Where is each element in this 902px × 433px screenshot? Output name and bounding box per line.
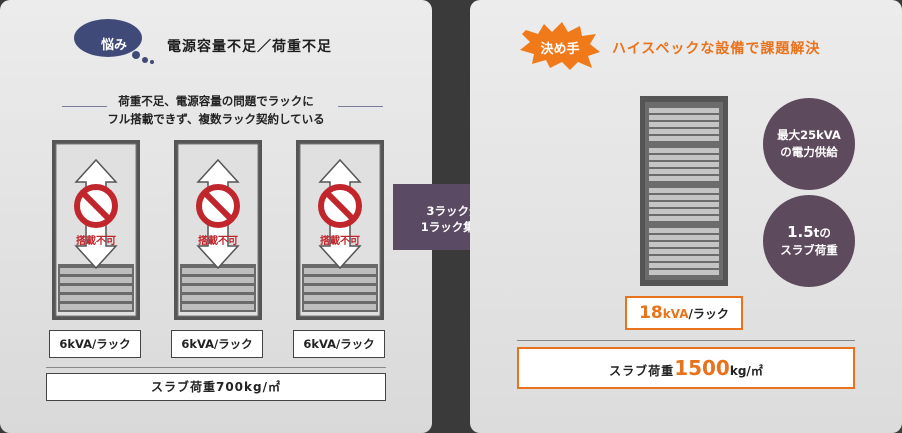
kva-suffix: /ラック	[688, 307, 729, 321]
starburst-icon	[520, 22, 600, 70]
circle-unit: t	[813, 225, 820, 240]
description-line: 荷重不足、電源容量の問題でラックに	[118, 94, 314, 108]
kva-unit: kVA	[662, 307, 689, 321]
slab-load-circle: 1.5tの スラブ荷重	[763, 195, 855, 287]
server-rack-prohibited	[296, 140, 384, 320]
prohibited-label: 搭載不可	[76, 236, 116, 247]
prohibited-label: 搭載不可	[320, 236, 360, 247]
problem-description: 荷重不足、電源容量の問題でラックに フル搭載できず、複数ラック契約している	[0, 92, 432, 128]
divider	[517, 340, 855, 341]
rack-spec-box: 6kVA/ラック	[293, 330, 385, 358]
slab-value: 1500	[674, 356, 730, 380]
server-rack-prohibited	[52, 140, 140, 320]
circle-line: の電力供給	[780, 145, 838, 159]
solution-badge: 決め手	[540, 42, 580, 57]
circle-line: スラブ荷重	[780, 242, 838, 257]
solution-title: ハイスペックな設備で課題解決	[612, 41, 821, 57]
power-supply-circle: 最大25kVA の電力供給	[763, 98, 855, 190]
slab-unit: kg/㎡	[729, 364, 763, 378]
divider	[46, 367, 386, 368]
circle-suffix: の	[819, 225, 831, 240]
problem-title: 電源容量不足／荷重不足	[167, 39, 332, 55]
rack-spec-box: 6kVA/ラック	[49, 330, 141, 358]
slab-load-box: スラブ荷重700kg/㎡	[46, 373, 386, 401]
circle-line: 最大25kVA	[777, 128, 841, 142]
prohibited-label: 搭載不可	[198, 236, 238, 247]
circle-line: 1.5tの	[787, 222, 831, 242]
kva-value: 18	[639, 303, 663, 323]
circle-value: 1.5	[787, 222, 814, 241]
thought-bubble-icon	[74, 19, 154, 64]
slab-label: スラブ荷重	[609, 364, 675, 378]
rack-spec-box: 6kVA/ラック	[171, 330, 263, 358]
server-rack-prohibited	[174, 140, 262, 320]
divider	[338, 106, 383, 107]
server-rack-full	[640, 96, 728, 286]
solution-slab-load-box: スラブ荷重1500kg/㎡	[517, 347, 855, 389]
description-line: フル搭載できず、複数ラック契約している	[107, 112, 325, 126]
problem-badge: 悩み	[100, 38, 127, 53]
kva-per-rack-box: 18kVA/ラック	[625, 296, 743, 330]
divider	[62, 106, 107, 107]
